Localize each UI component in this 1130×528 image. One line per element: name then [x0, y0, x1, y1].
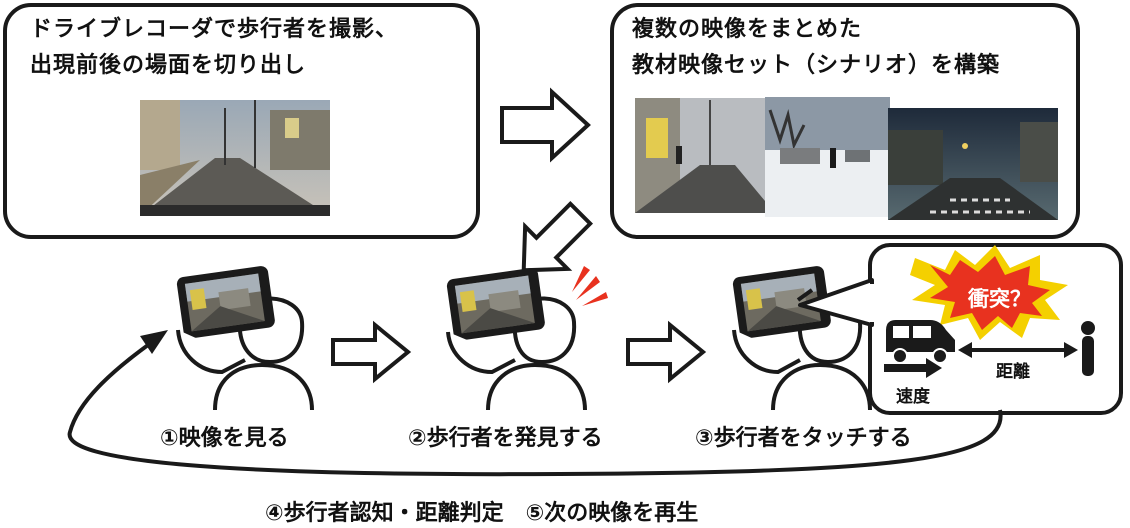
- arrow-right-icon: [331, 320, 412, 384]
- loop-arrow: [67, 330, 1003, 477]
- scenario-photo-1: [635, 98, 775, 213]
- scenario-photo-2: [765, 97, 890, 217]
- dashcam-photo: [140, 100, 330, 216]
- alert-mark: [582, 292, 608, 306]
- loop-caption: ④歩行者認知・距離判定 ⑤次の映像を再生: [265, 501, 699, 526]
- alert-mark: [572, 266, 590, 292]
- speed-arrow: [884, 358, 942, 378]
- speed-label: 速度: [896, 387, 930, 407]
- recording-step-line1: ドライブレコーダで歩行者を撮影、: [30, 17, 399, 42]
- step-1-caption: ①映像を見る: [160, 426, 289, 451]
- car-icon: [886, 320, 955, 364]
- distance-arrow: [958, 342, 1078, 358]
- collision-burst: [910, 245, 1068, 340]
- viewer-figure-1: [176, 265, 314, 411]
- distance-label: 距離: [996, 362, 1030, 382]
- arrow-right-icon: [626, 320, 707, 384]
- alert-mark: [576, 276, 600, 300]
- arrow-right-icon: [500, 87, 591, 163]
- viewer-figure-2: [446, 266, 608, 411]
- pedestrian-icon: [1081, 321, 1095, 376]
- arrow-down-left-icon: [521, 200, 594, 273]
- scenario-step-line1: 複数の映像をまとめた: [632, 17, 863, 42]
- scenario-photo-3: [888, 108, 1058, 220]
- collision-label: 衝突？: [968, 287, 1031, 311]
- scenario-step-line2: 教材映像セット（シナリオ）を構築: [632, 53, 1001, 78]
- step-2-caption: ②歩行者を発見する: [408, 426, 603, 451]
- recording-step-line2: 出現前後の場面を切り出し: [30, 53, 307, 78]
- step-3-caption: ③歩行者をタッチする: [695, 426, 912, 451]
